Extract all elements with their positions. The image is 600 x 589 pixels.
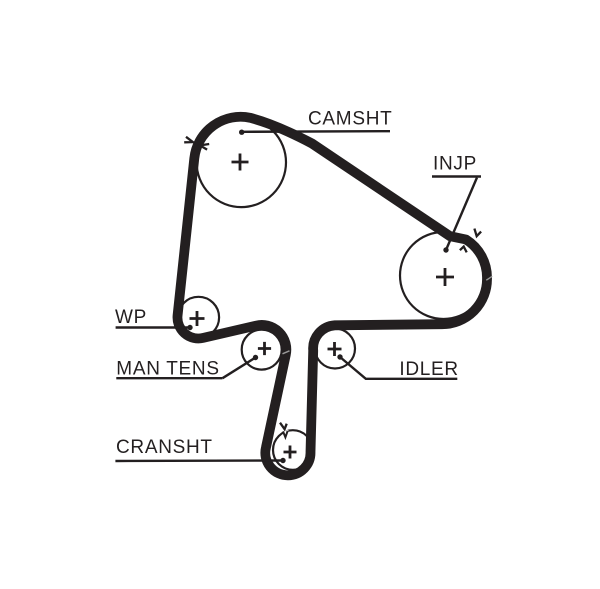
svg-text:CAMSHT: CAMSHT	[308, 109, 392, 130]
svg-text:MAN TENS: MAN TENS	[116, 359, 219, 380]
svg-text:WP: WP	[115, 307, 147, 328]
svg-text:INJP: INJP	[433, 153, 477, 174]
svg-text:CRANSHT: CRANSHT	[116, 437, 213, 458]
svg-text:IDLER: IDLER	[399, 359, 458, 380]
